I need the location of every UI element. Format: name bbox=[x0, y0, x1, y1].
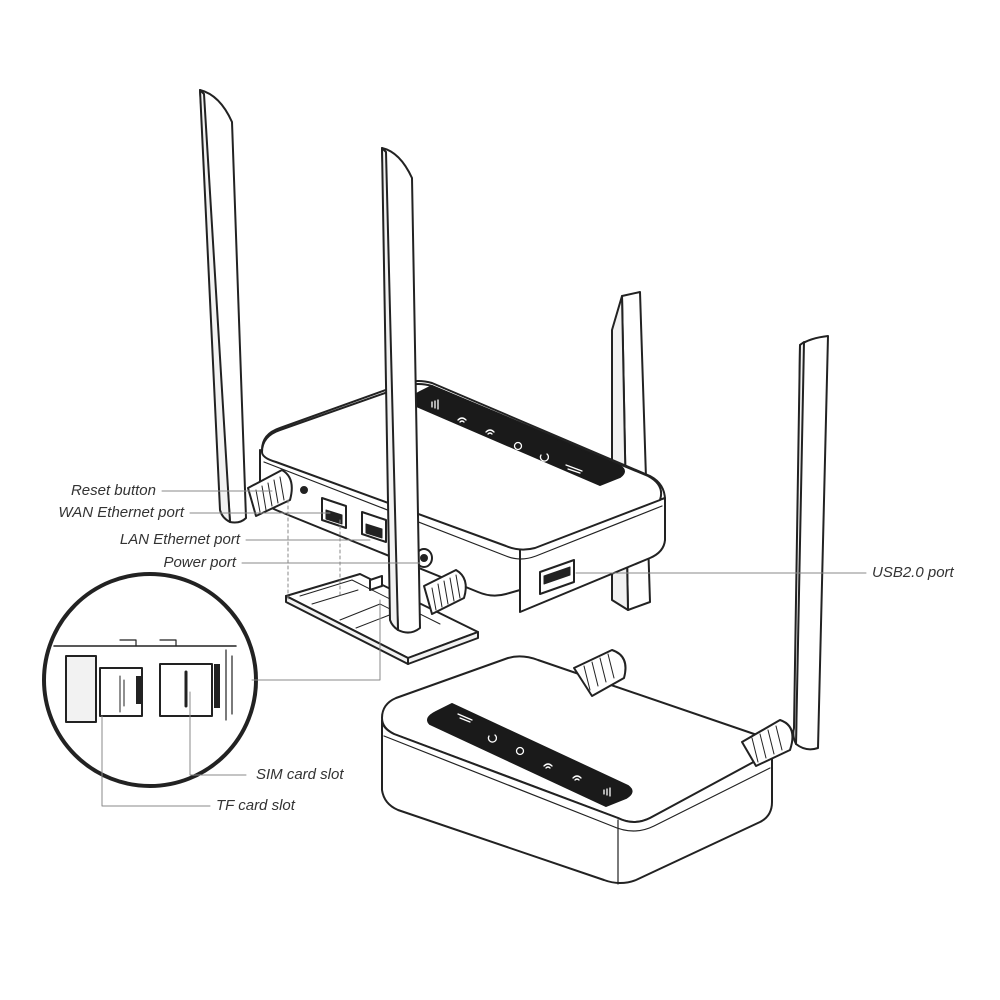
cellular-icon bbox=[431, 399, 439, 410]
reset-hole bbox=[300, 486, 308, 494]
front-antenna-connectors bbox=[573, 649, 794, 767]
tf-slot-zoom bbox=[99, 667, 143, 717]
callout-power-port: Power port bbox=[163, 554, 236, 571]
power-icon bbox=[539, 453, 550, 462]
leader-tf bbox=[101, 715, 211, 807]
rear-ports bbox=[300, 486, 575, 595]
leader-sim bbox=[189, 691, 247, 776]
wifi-icon bbox=[572, 775, 582, 781]
brand-mark bbox=[457, 713, 473, 723]
wifi-icon bbox=[543, 763, 553, 769]
zoom-detail bbox=[42, 572, 258, 788]
antenna-left bbox=[199, 89, 293, 524]
antenna-connector bbox=[423, 569, 467, 615]
power-icon bbox=[487, 734, 498, 743]
leader-lines bbox=[101, 490, 867, 807]
leader-zoom bbox=[251, 599, 381, 681]
wifi-icon bbox=[485, 429, 495, 435]
callout-sim-slot: SIM card slot bbox=[256, 766, 344, 783]
card-tray bbox=[285, 573, 479, 665]
front-led-panel bbox=[427, 703, 633, 807]
brand-mark bbox=[565, 464, 583, 474]
front-router-body bbox=[381, 655, 773, 885]
callout-reset-button: Reset button bbox=[70, 482, 156, 499]
wifi-icon bbox=[457, 417, 467, 423]
cellular-icon bbox=[603, 787, 611, 797]
callout-usb-port: USB2.0 port bbox=[872, 564, 954, 581]
globe-icon bbox=[515, 746, 525, 756]
globe-icon bbox=[513, 441, 523, 451]
leader-tray-guides bbox=[287, 499, 341, 601]
antenna-front-back bbox=[792, 335, 829, 751]
callout-lan-port: LAN Ethernet port bbox=[119, 531, 240, 548]
callout-tf-slot: TF card slot bbox=[216, 797, 295, 814]
callout-wan-port: WAN Ethernet port bbox=[58, 504, 184, 521]
antenna-middle bbox=[381, 147, 467, 634]
